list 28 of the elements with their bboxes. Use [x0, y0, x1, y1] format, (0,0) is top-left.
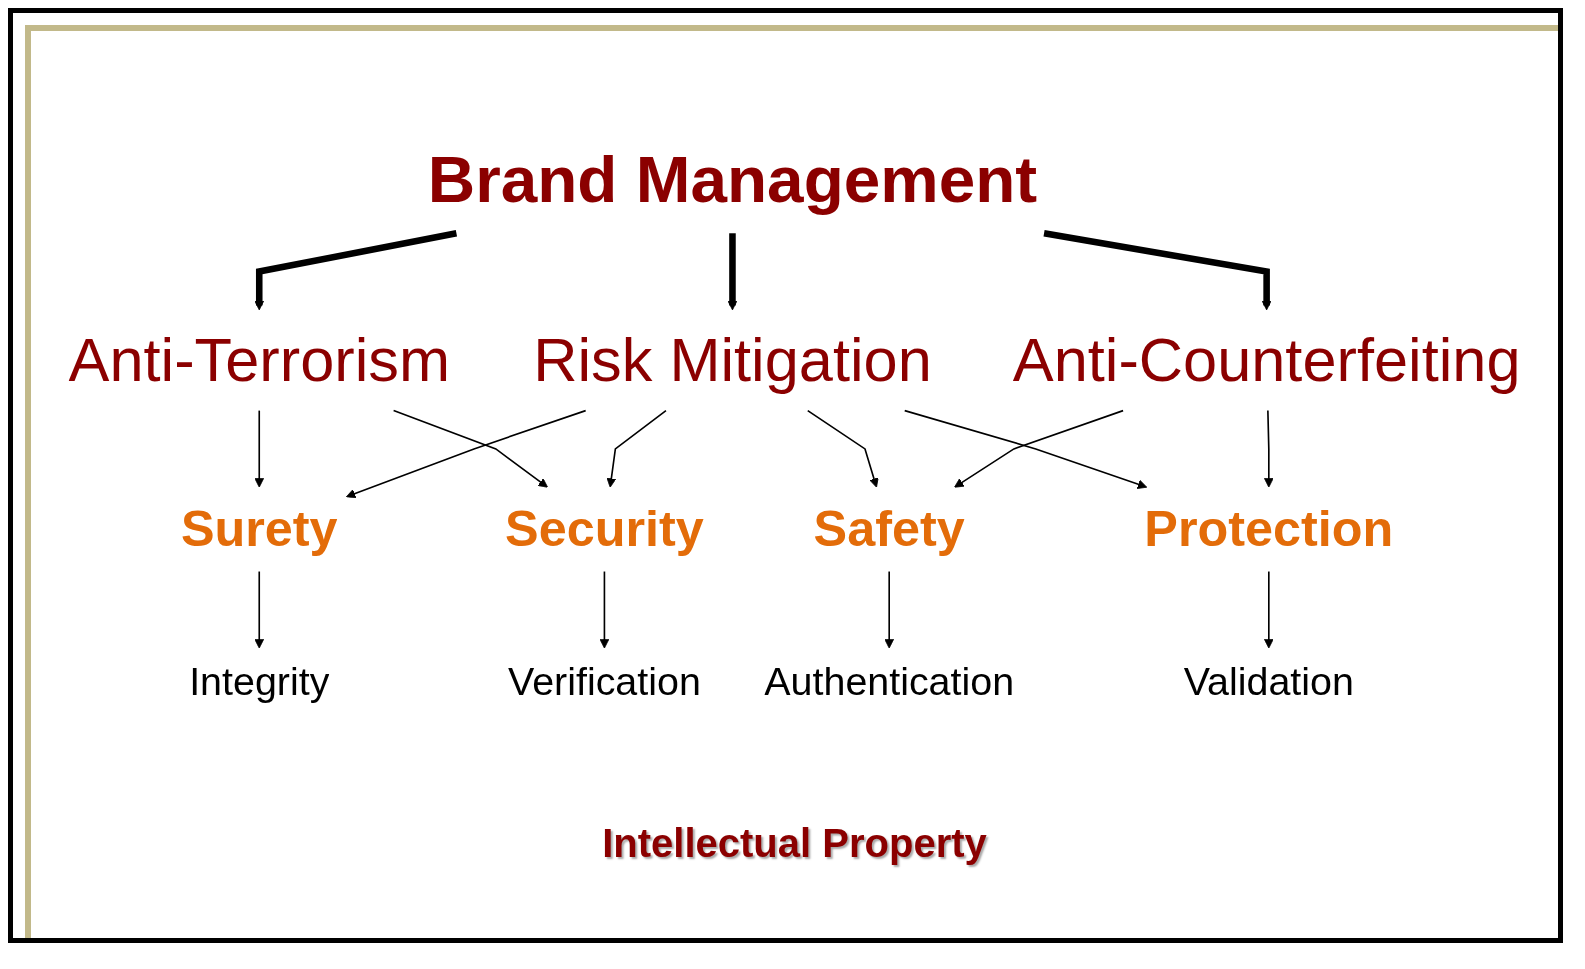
- node-text: Anti-Terrorism: [68, 325, 450, 395]
- node-text: Anti-Counterfeiting: [1012, 325, 1521, 395]
- arrow: [599, 570, 610, 649]
- arrow: [254, 570, 265, 649]
- arrow: [954, 409, 1124, 488]
- node-text: Validation: [1183, 659, 1354, 704]
- flowchart: Brand Management Anti-Terrorism Risk Mitigation Anti-Counterfeiting Surety Security Safety Protection Integrity Verification Authentication Validation: [51, 41, 1538, 801]
- node-text: Authentication: [764, 659, 1015, 704]
- node-text: Integrity: [189, 659, 330, 704]
- arrow: [345, 409, 587, 499]
- arrow: [1043, 230, 1272, 311]
- arrow: [806, 409, 879, 488]
- node-text: Verification: [508, 659, 701, 704]
- footer-text: Intellectual Property: [602, 821, 987, 866]
- node-text: Surety: [180, 500, 338, 558]
- arrow: [254, 409, 265, 488]
- node-text: Risk Mitigation: [533, 325, 932, 395]
- arrow: [392, 409, 548, 488]
- arrow: [903, 409, 1148, 489]
- arrow: [606, 409, 667, 488]
- node-text: Security: [505, 500, 704, 558]
- node-text: Protection: [1144, 500, 1394, 558]
- node-text: Safety: [813, 500, 965, 558]
- node-text: Brand Management: [427, 142, 1038, 216]
- arrow: [254, 230, 458, 311]
- arrow: [1264, 409, 1274, 488]
- arrow: [884, 570, 894, 649]
- arrow: [1264, 570, 1274, 649]
